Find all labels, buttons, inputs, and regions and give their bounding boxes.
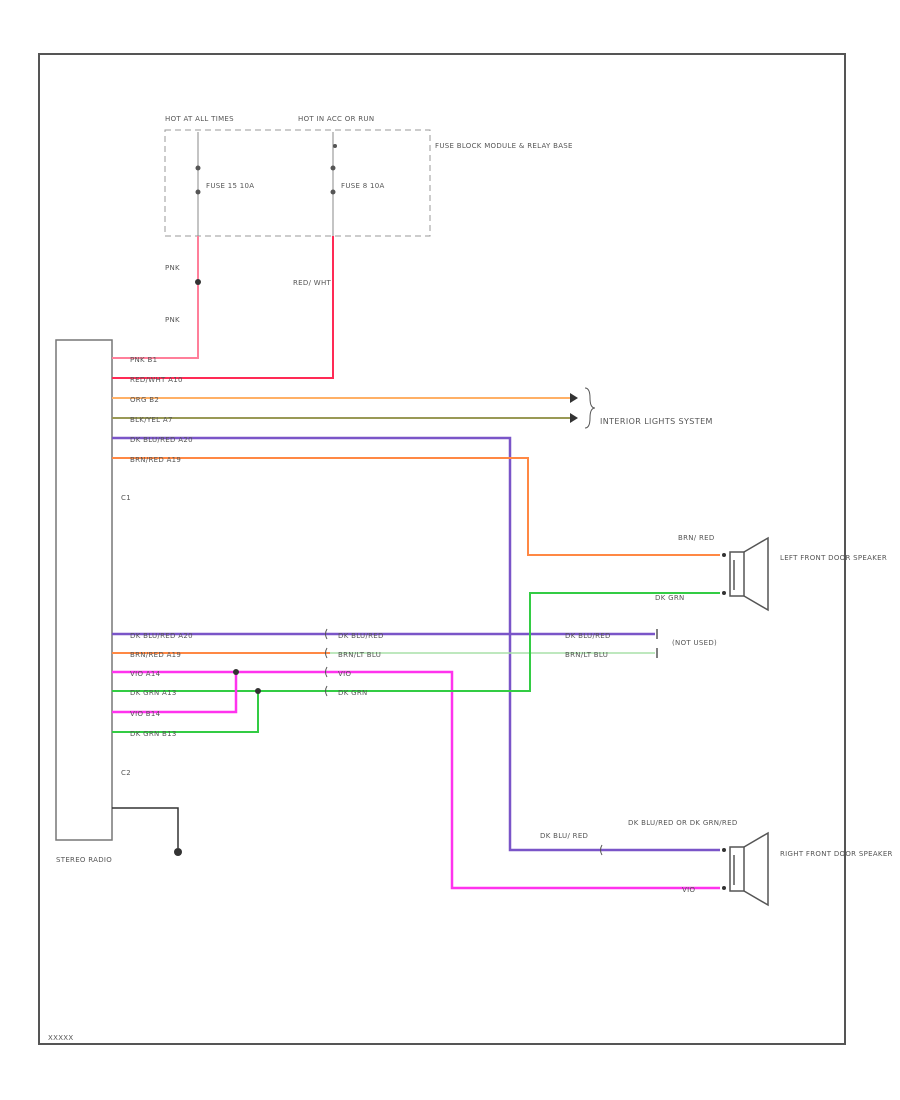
wire-vio-b14 [112, 672, 238, 714]
right-speaker-inline-connector [600, 844, 603, 856]
interior-bracket [584, 387, 596, 429]
arrow-blk-yel-icon [570, 413, 578, 423]
red-wht-label: RED/ WHT [293, 279, 332, 287]
fuse-a-node-bottom [195, 189, 201, 195]
connector-label-4: DK GRN [338, 689, 368, 697]
c2-pin-5: VIO B14 [130, 710, 161, 718]
fuse-b-label: FUSE 8 10A [341, 182, 385, 190]
connector-label-1: DK BLU/RED [338, 632, 384, 640]
ground-icon [174, 848, 182, 856]
c2-pin-6: DK GRN B13 [130, 730, 177, 738]
wire-dk-blu-red [112, 436, 720, 852]
right-speaker-name: RIGHT FRONT DOOR SPEAKER [780, 850, 893, 858]
c2-pin-3: VIO A14 [130, 670, 161, 678]
connector-label-3: VIO [338, 670, 351, 678]
wire-dk-grn-a13 [112, 592, 720, 692]
left-speaker-wire1: BRN/ RED [678, 534, 715, 542]
fuse-a-label: FUSE 15 10A [206, 182, 254, 190]
connector-label-2: BRN/LT BLU [338, 651, 381, 659]
radio-name: STEREO RADIO [56, 856, 112, 864]
c2-pin-4: DK GRN A13 [130, 689, 177, 697]
c1-pin-5: DK BLU/RED A20 [130, 436, 193, 444]
diagram-frame [38, 53, 846, 1045]
connector-c2: C2 [121, 769, 131, 777]
c1-pin-4: BLK/YEL A7 [130, 416, 173, 424]
wire-red-wht [112, 236, 334, 379]
pnk-inline-connector [195, 279, 201, 285]
left-speaker-wire2: DK GRN [655, 594, 685, 602]
splice-dk-grn [255, 688, 261, 694]
right-speaker-wire-left: DK BLU/ RED [540, 832, 588, 840]
arrow-org-icon [570, 393, 578, 403]
right-speaker-pin1 [722, 848, 726, 852]
fuse-a-node-top [195, 165, 201, 171]
c1-pin-2: RED/WHT A10 [130, 376, 183, 384]
inline-connector-c200 [325, 628, 328, 697]
left-speaker-pin1 [722, 553, 726, 557]
fuse-b-node-top [330, 165, 336, 171]
left-speaker-pin2 [722, 591, 726, 595]
wire-brn-red [112, 457, 720, 556]
footer-code: XXXXX [48, 1034, 73, 1042]
c1-pin-6: BRN/RED A19 [130, 456, 181, 464]
c1-pin-1: PNK B1 [130, 356, 157, 364]
wire-vio-a14 [112, 670, 720, 890]
hot-in-acc-label: HOT IN ACC OR RUN [298, 115, 374, 123]
wire-pnk [112, 236, 199, 359]
fuse-b-node-hot [333, 144, 337, 148]
interior-lights-label: INTERIOR LIGHTS SYSTEM [600, 417, 713, 426]
c2-pin-1: DK BLU/RED A20 [130, 632, 193, 640]
fuse-block-outline [164, 129, 431, 237]
not-used-label: (NOT USED) [672, 639, 717, 647]
connector-c1: C1 [121, 494, 131, 502]
pnk-lower-label: PNK [165, 316, 180, 324]
pnk-upper-label: PNK [165, 264, 180, 272]
c2-pin-2: BRN/RED A19 [130, 651, 181, 659]
fuse-block-name: FUSE BLOCK MODULE & RELAY BASE [435, 142, 573, 150]
right-label-dk-blu-red: DK BLU/RED [565, 632, 611, 640]
splice-vio [233, 669, 239, 675]
wire-dk-grn-b13 [112, 691, 259, 733]
right-speaker-icon [729, 831, 769, 907]
right-speaker-wire2: VIO [682, 886, 695, 894]
right-label-brn-lt-blu: BRN/LT BLU [565, 651, 608, 659]
right-speaker-wire1: DK BLU/RED OR DK GRN/RED [628, 819, 738, 827]
c1-pin-3: ORG B2 [130, 396, 159, 404]
left-speaker-icon [729, 536, 769, 612]
ground-wire [112, 807, 179, 848]
fuse-b-node-bottom [330, 189, 336, 195]
left-speaker-name: LEFT FRONT DOOR SPEAKER [780, 554, 887, 562]
right-speaker-pin2 [722, 886, 726, 890]
hot-at-all-times-label: HOT AT ALL TIMES [165, 115, 234, 123]
stereo-radio-box [55, 339, 113, 841]
